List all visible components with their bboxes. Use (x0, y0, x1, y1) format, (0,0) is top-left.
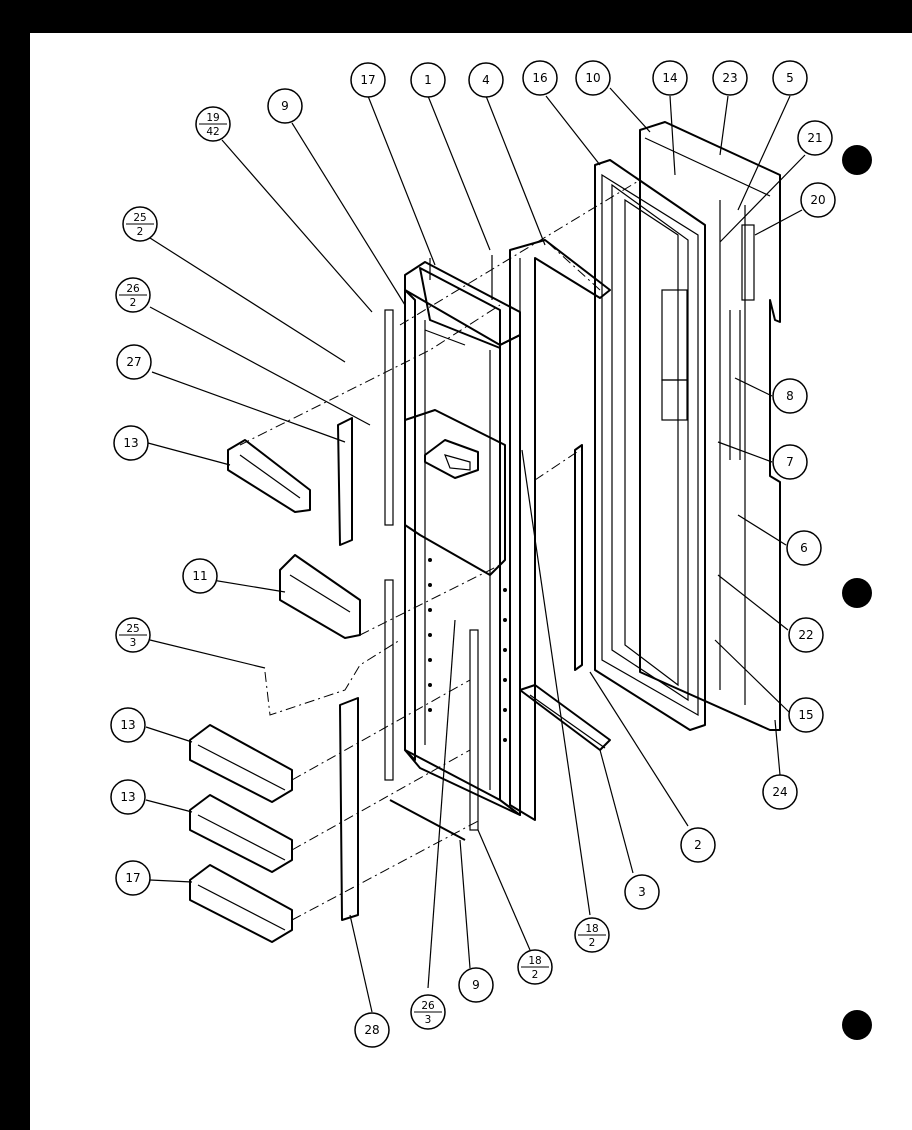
svg-text:22: 22 (798, 628, 813, 642)
trim-strip-28 (339, 697, 359, 921)
shelf-13-top (227, 439, 311, 513)
shelf-11 (279, 554, 361, 639)
svg-text:2: 2 (589, 937, 596, 949)
svg-text:18: 18 (585, 923, 598, 935)
strip-part-3 (519, 684, 611, 751)
callout-4: 4 (468, 62, 504, 98)
door-liner (594, 159, 706, 731)
svg-text:3: 3 (130, 637, 137, 649)
svg-text:2: 2 (130, 297, 137, 309)
callout-18-2-left: 18 2 (517, 949, 553, 985)
callout-9-top: 9 (267, 88, 303, 124)
svg-text:25: 25 (133, 212, 146, 224)
callout-7: 7 (772, 444, 808, 480)
svg-text:14: 14 (662, 71, 677, 85)
callout-25-3: 25 3 (115, 617, 151, 653)
frame-holes (428, 558, 507, 742)
svg-text:13: 13 (120, 718, 135, 732)
svg-text:21: 21 (807, 131, 822, 145)
svg-text:11: 11 (192, 569, 207, 583)
door-outer-panel (639, 121, 781, 731)
callout-11: 11 (182, 558, 218, 594)
callout-6: 6 (786, 530, 822, 566)
bin-13-lower (189, 794, 293, 873)
callout-13-middle: 13 (110, 707, 146, 743)
svg-text:5: 5 (786, 71, 794, 85)
svg-text:2: 2 (532, 969, 539, 981)
callout-20: 20 (800, 182, 836, 218)
svg-text:18: 18 (528, 955, 541, 967)
callout-2: 2 (680, 827, 716, 863)
svg-text:3: 3 (425, 1014, 432, 1026)
callout-24: 24 (762, 774, 798, 810)
registration-dot-middle (842, 578, 872, 608)
svg-text:24: 24 (772, 785, 787, 799)
svg-text:17: 17 (125, 871, 140, 885)
svg-text:7: 7 (786, 455, 794, 469)
callout-5: 5 (772, 60, 808, 96)
callout-25-2: 25 2 (122, 206, 158, 242)
callout-23: 23 (712, 60, 748, 96)
svg-text:20: 20 (810, 193, 825, 207)
dispenser-housing (384, 255, 521, 831)
rod-9-bottom (389, 799, 466, 841)
svg-text:16: 16 (532, 71, 547, 85)
callout-10: 10 (575, 60, 611, 96)
callout-17-top: 17 (350, 62, 386, 98)
callout-22: 22 (788, 617, 824, 653)
svg-text:26: 26 (126, 283, 140, 295)
callout-8: 8 (772, 378, 808, 414)
assembly-lines (239, 179, 641, 921)
strip-part-2 (574, 444, 583, 671)
svg-text:13: 13 (123, 436, 138, 450)
svg-text:2: 2 (694, 838, 702, 852)
callout-26-3: 26 3 (410, 994, 446, 1030)
callout-19-42: 19 42 (195, 106, 231, 142)
svg-text:13: 13 (120, 790, 135, 804)
callout-1: 1 (410, 62, 446, 98)
svg-text:9: 9 (472, 978, 480, 992)
drawing-sheet: 17 1 4 16 10 14 23 5 21 20 9 19 (30, 33, 912, 1130)
svg-text:28: 28 (364, 1023, 379, 1037)
svg-text:4: 4 (482, 73, 490, 87)
registration-dot-top (842, 145, 872, 175)
callout-21: 21 (797, 120, 833, 156)
bin-13-upper (189, 724, 293, 803)
callout-26-2: 26 2 (115, 277, 151, 313)
svg-text:27: 27 (126, 355, 141, 369)
svg-text:23: 23 (722, 71, 737, 85)
bin-17 (189, 864, 293, 943)
svg-text:26: 26 (421, 1000, 435, 1012)
exploded-parts-diagram: 17 1 4 16 10 14 23 5 21 20 9 19 (110, 60, 872, 1048)
svg-text:1: 1 (424, 73, 432, 87)
callout-17-bottom: 17 (115, 860, 151, 896)
svg-text:6: 6 (800, 541, 808, 555)
callout-18-2-right: 18 2 (574, 917, 610, 953)
svg-text:2: 2 (137, 226, 144, 238)
svg-text:25: 25 (126, 623, 139, 635)
callout-3: 3 (624, 874, 660, 910)
svg-text:10: 10 (585, 71, 600, 85)
callout-28: 28 (354, 1012, 390, 1048)
leader-lines (145, 87, 806, 1013)
svg-text:15: 15 (798, 708, 813, 722)
trim-strip-27 (337, 417, 353, 546)
callout-16: 16 (522, 60, 558, 96)
callout-13-top: 13 (113, 425, 149, 461)
callout-27: 27 (116, 344, 152, 380)
callout-14: 14 (652, 60, 688, 96)
svg-text:19: 19 (206, 112, 219, 124)
svg-text:9: 9 (281, 99, 289, 113)
callout-15: 15 (788, 697, 824, 733)
callout-9-bottom: 9 (458, 967, 494, 1003)
registration-dot-bottom (842, 1010, 872, 1040)
svg-text:17: 17 (360, 73, 375, 87)
svg-text:3: 3 (638, 885, 646, 899)
callout-13-lower: 13 (110, 779, 146, 815)
svg-text:42: 42 (206, 126, 219, 138)
svg-text:8: 8 (786, 389, 794, 403)
